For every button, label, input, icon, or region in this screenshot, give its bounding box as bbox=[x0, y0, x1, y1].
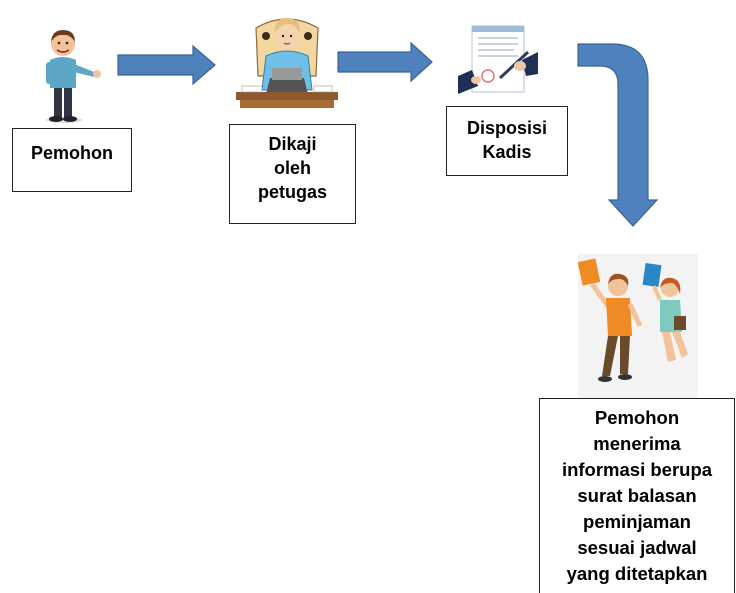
step-dikaji-box: Dikaji oleh petugas bbox=[229, 124, 356, 224]
step-menerima-box: Pemohon menerima informasi berupa surat … bbox=[539, 398, 735, 593]
happy-students-icon bbox=[578, 254, 698, 398]
step-pemohon-box: Pemohon bbox=[12, 128, 132, 192]
signing-document-icon bbox=[458, 25, 538, 94]
step-pemohon-label: Pemohon bbox=[30, 143, 113, 163]
arrow-dikaji-to-disposisi bbox=[337, 41, 433, 83]
step-disposisi-box: Disposisi Kadis bbox=[446, 106, 568, 176]
arrow-pemohon-to-dikaji bbox=[117, 44, 216, 86]
step-menerima-label: Pemohon menerima informasi berupa surat … bbox=[561, 407, 713, 584]
clerk-at-desk-icon bbox=[236, 17, 338, 108]
step-dikaji-label: Dikaji oleh petugas bbox=[257, 134, 327, 202]
arrow-disposisi-to-menerima bbox=[577, 43, 659, 227]
step-disposisi-label: Disposisi Kadis bbox=[466, 118, 548, 162]
man-pointing-icon bbox=[46, 30, 101, 123]
